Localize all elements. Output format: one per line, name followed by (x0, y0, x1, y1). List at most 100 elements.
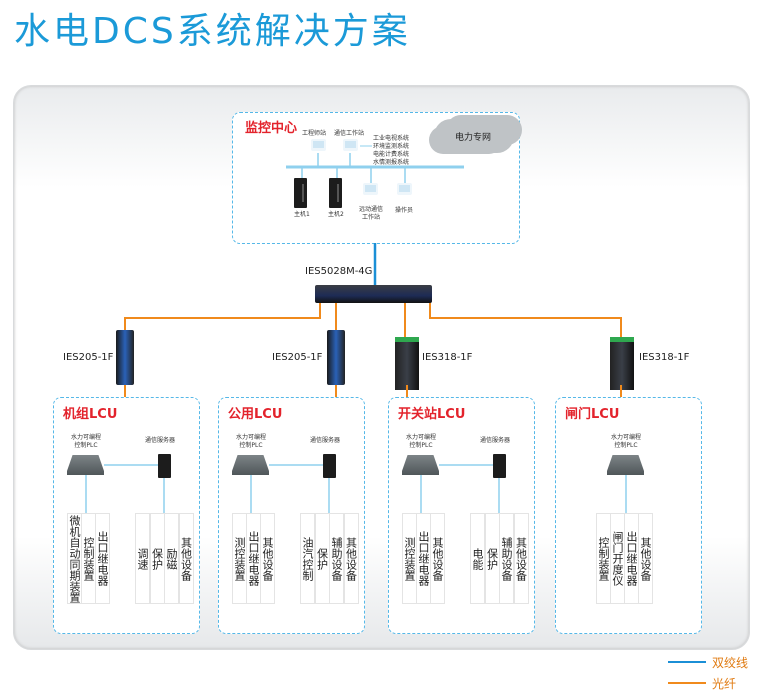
device-label: 电能 (471, 547, 484, 570)
core-switch-icon (315, 285, 432, 303)
comm-server-icon (158, 454, 171, 478)
edge-switch-icon (116, 330, 134, 385)
device-label: 闸门开度仪 (611, 531, 624, 586)
device-column: 出口继电器 (246, 513, 261, 604)
device-label: 其他设备 (431, 536, 444, 581)
legend-twisted-pair-label: 双绞线 (712, 656, 749, 670)
device-label: 励磁 (165, 547, 178, 570)
device-label: 出口继电器 (417, 531, 430, 586)
comm-server-label: 通信服务器 (310, 437, 341, 444)
remote-station-label: 远动通信工作站 (358, 206, 383, 221)
device-label: 出口继电器 (625, 531, 638, 586)
device-column: 其他设备 (638, 513, 653, 604)
server-panel-icon (302, 184, 304, 202)
device-column: 出口继电器 (624, 513, 639, 604)
lcu-title: 公用LCU (228, 407, 283, 422)
monitor-screen-icon (345, 141, 356, 148)
device-label: 其他设备 (344, 536, 358, 581)
plc-label: 水力可编程控制PLC (70, 434, 101, 449)
device-column: 保护 (314, 513, 330, 604)
engineer-station-label: 工程师站 (302, 130, 327, 137)
device-label: 辅助设备 (500, 536, 513, 581)
edge-switch-label: IES205-1F (272, 352, 323, 363)
server-panel-icon (337, 184, 339, 202)
legend-fiber-label: 光纤 (712, 677, 737, 691)
device-label: 其他设备 (514, 536, 528, 581)
device-column: 控制装置 (81, 513, 96, 604)
lcu-title: 开关站LCU (398, 407, 466, 422)
device-label: 保护 (485, 547, 499, 570)
device-column: 其他设备 (343, 513, 359, 604)
device-column: 出口继电器 (95, 513, 110, 604)
device-label: 辅助设备 (330, 536, 343, 581)
legend-twisted-pair-swatch (668, 661, 706, 663)
device-label: 油汽控制 (301, 536, 314, 581)
comm-server-icon (493, 454, 506, 478)
device-label: 测控装置 (233, 536, 246, 581)
plc-label: 水力可编程控制PLC (610, 434, 641, 449)
server-host-icon (294, 178, 307, 208)
monitor-screen-icon (313, 141, 324, 148)
device-column: 微机自动同期装置 (67, 513, 82, 604)
device-label: 出口继电器 (247, 531, 260, 586)
server-host-icon (329, 178, 342, 208)
device-label: 微机自动同期装置 (68, 514, 81, 603)
system-item: 环境监测系统 (373, 143, 410, 150)
monitor-screen-icon (365, 185, 376, 192)
fiber-link (124, 303, 321, 330)
system-item: 水情测报系统 (373, 159, 410, 166)
comm-server-label: 通信服务器 (145, 437, 176, 444)
device-column: 辅助设备 (499, 513, 514, 604)
comm-server-label: 通信服务器 (480, 437, 511, 444)
device-label: 控制装置 (82, 536, 95, 581)
core-switch-label: IES5028M-4G (305, 266, 373, 277)
plc-icon (232, 455, 269, 475)
device-label: 保护 (150, 547, 164, 570)
device-label: 测控装置 (403, 536, 416, 581)
device-column: 测控装置 (402, 513, 417, 604)
legend-fiber-swatch (668, 682, 706, 684)
device-label: 保护 (315, 547, 329, 570)
host1-label: 主机1 (294, 211, 310, 218)
page-title: 水电DCS系统解决方案 (14, 11, 411, 52)
edge-switch-label: IES318-1F (422, 352, 473, 363)
system-item: 电能计费系统 (373, 151, 410, 158)
plc-icon (67, 455, 104, 475)
device-label: 调速 (136, 547, 149, 570)
operator-label: 操作员 (395, 207, 414, 214)
edge-switch-icon (610, 337, 634, 390)
device-label: 控制装置 (597, 536, 610, 581)
device-column: 保护 (484, 513, 500, 604)
comm-station-label: 通信工作站 (334, 130, 365, 137)
comm-server-icon (323, 454, 336, 478)
monitor-center-title: 监控中心 (245, 121, 298, 136)
host2-label: 主机2 (328, 211, 344, 218)
device-column: 测控装置 (232, 513, 247, 604)
device-label: 其他设备 (179, 536, 193, 581)
plc-label: 水力可编程控制PLC (405, 434, 436, 449)
plc-label: 水力可编程控制PLC (235, 434, 266, 449)
plc-icon (402, 455, 439, 475)
edge-switch-icon (395, 337, 419, 390)
device-label: 出口继电器 (96, 531, 109, 586)
power-network-label: 电力专网 (455, 133, 492, 143)
system-item: 工业电视系统 (373, 135, 410, 142)
edge-switch-label: IES318-1F (639, 352, 690, 363)
device-column: 其他设备 (430, 513, 445, 604)
monitor-screen-icon (399, 185, 410, 192)
device-column: 其他设备 (178, 513, 194, 604)
device-column: 其他设备 (260, 513, 275, 604)
lcu-title: 机组LCU (63, 407, 118, 422)
fiber-link (429, 303, 622, 337)
edge-switch-icon (327, 330, 345, 385)
cloud-icon (434, 119, 514, 153)
systems-list: 工业电视系统 环境监测系统 电能计费系统 水情测报系统 (373, 135, 425, 167)
device-label: 其他设备 (639, 536, 652, 581)
edge-switch-label: IES205-1F (63, 352, 114, 363)
device-column: 其他设备 (513, 513, 529, 604)
lcu-title: 闸门LCU (565, 407, 620, 422)
plc-icon (607, 455, 644, 475)
device-label: 其他设备 (261, 536, 274, 581)
